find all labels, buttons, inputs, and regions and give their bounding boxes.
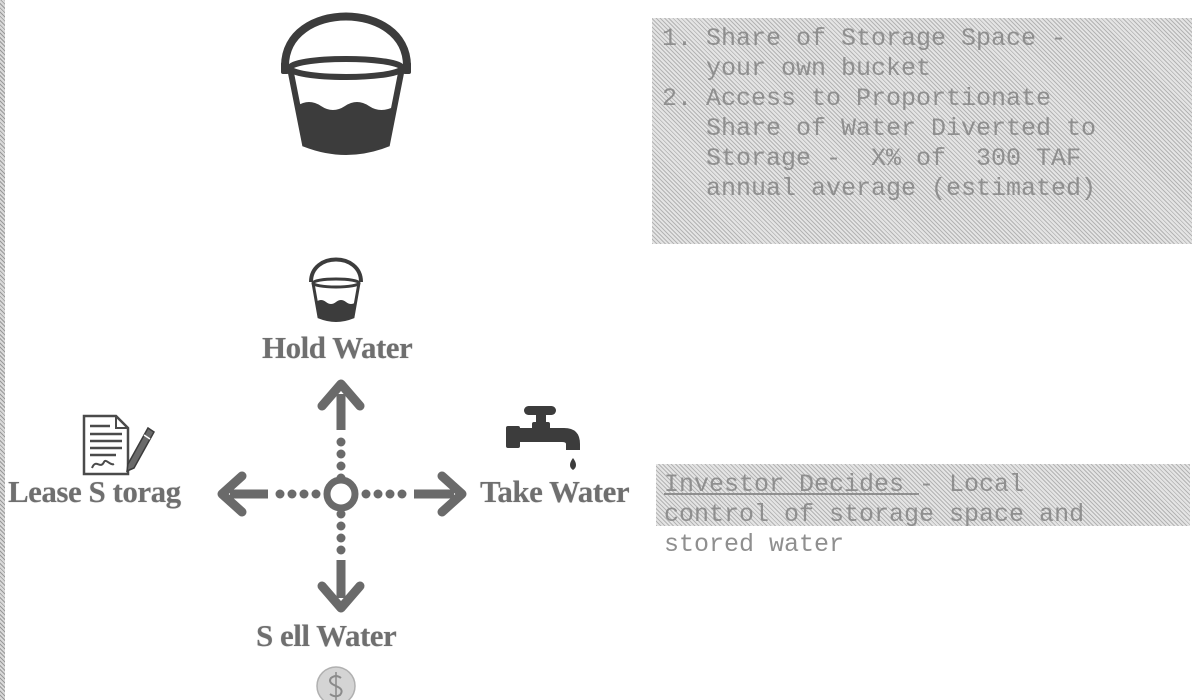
benefit-line: annual average (estimated) [706,174,1097,203]
left-border [0,0,5,700]
benefits-panel: 1. Share of Storage Space - your own buc… [652,18,1192,244]
benefit-number: 2. [662,84,693,113]
investor-decides-line1: - Local [919,470,1025,499]
faucet-icon [506,406,580,470]
large-bucket-icon [281,12,411,155]
benefit-line: Storage - X% of 300 TAF [706,144,1082,173]
benefit-line: Share of Storage Space - [706,24,1067,53]
arrow-left [217,471,321,517]
benefit-line: Access to Proportionate [706,84,1052,113]
lease-storage-label: Lease S torag [8,474,181,509]
sell-water-label: S ell Water [256,618,397,653]
benefit-item: 1. Share of Storage Space - your own buc… [652,24,1096,84]
investor-decides-line3: stored water [664,530,845,559]
arrow-down [317,509,365,613]
arrow-up [317,379,365,483]
arrow-right [361,471,467,517]
options-arrows [217,379,467,613]
contract-icon [82,414,155,476]
investor-decides-line2: control of storage space and [664,500,1085,529]
benefit-number: 1. [662,24,693,53]
benefit-line: Share of Water Diverted to [706,114,1097,143]
small-bucket-icon [309,257,363,322]
investor-decides-title: Investor Decides [664,470,920,499]
take-water-label: Take Water [480,474,630,509]
benefits-list: 1. Share of Storage Space - your own buc… [652,24,1096,204]
center-circle [323,476,359,512]
investor-decides-panel [656,464,1190,526]
benefit-item: 2. Access to Proportionate Share of Wate… [652,84,1096,204]
hold-water-label: Hold Water [262,330,413,365]
dollar-coin-icon [316,666,356,700]
benefit-line: your own bucket [706,54,932,83]
investor-decides-text: Investor Decides - Local control of stor… [664,470,1084,560]
